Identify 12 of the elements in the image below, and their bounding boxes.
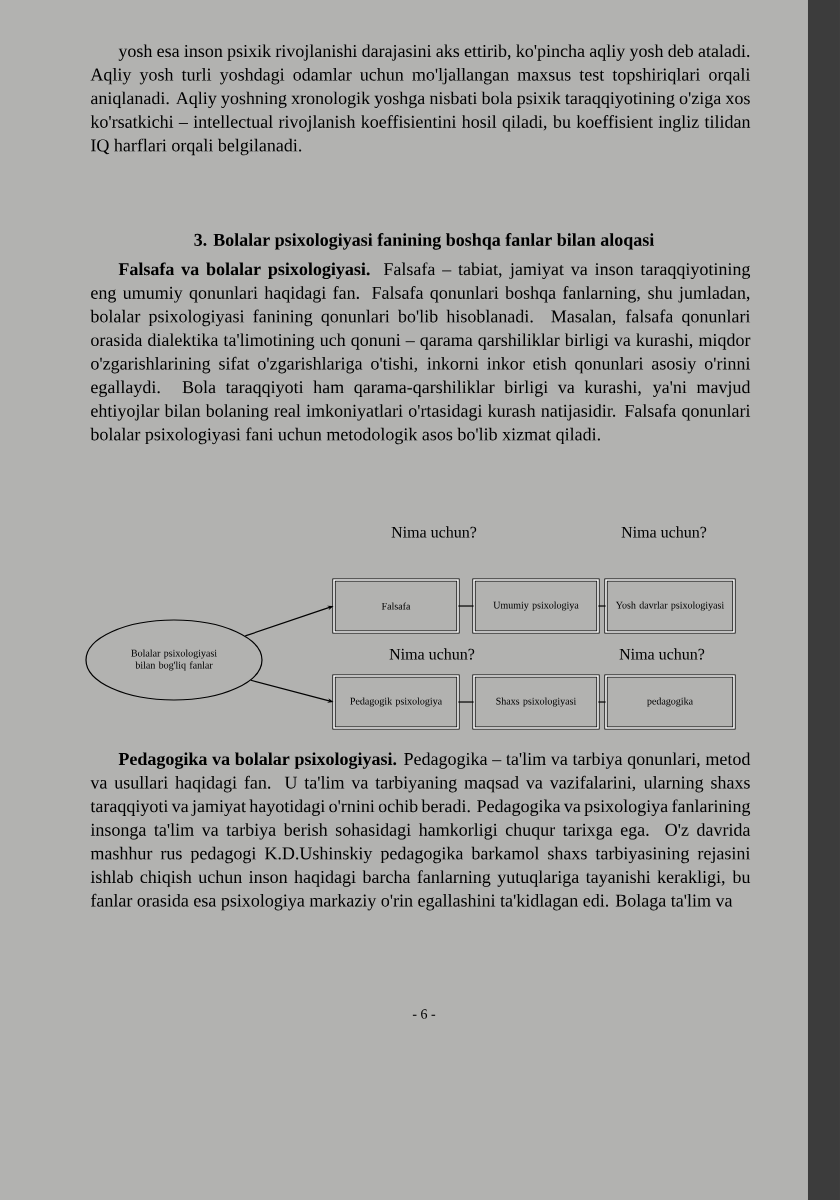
- connector: [457, 701, 475, 703]
- paragraph: yosh esa inson psixik rivojlanishi darajasini aks ettirib, ko'pincha aqliy yosh deb ataladi. Aqliy yosh turli yoshdagi odamlar uchun mo'ljallangan maxsus test topshiriqlari orqali aniqlanadi. Aqliy yoshning xronologik yoshga nisbati bola psixik taraqqiyotining o'ziga xos ko'rsatkichi – intellectual rivojlanish koeffisientini hosil qiladi, bu koeffisient ingliz tilidan IQ harflari orqali belgilanadi.: [90, 44, 751, 156]
- paragraph: Falsafa va bolalar psixologiyasi. Falsafa – tabiat, jamiyat va inson taraqqiyotining eng umumiy qonunlari haqidagi fan. Falsafa qonunlari boshqa fanlarning, shu jumladan, bolalar psixologiyasi fanining qonunlari bo'lib hisoblanadi. Masalan, falsafa qonunlari orasida dialektika ta'limotining uch qonuni – qarama qarshiliklar birligi va kurashi, miqdor o'zgarishlarining sifat o'zgarishlariga o'tishi, inkorni inkor etish qonunlari asosiy o'rinni egallaydi. Bola taraqqiyoti ham qarama-qarshiliklar birligi va kurashi, ya'ni mavjud ehtiyojlar bilan bolaning real imkoniyatlari o'rtasidagi kurash natijasidir. Falsafa qonunlari bolalar psixologiyasi fani uchun metodologik asos bo'lib xizmat qiladi.: [90, 262, 751, 445]
- question-label: Nima uchun?: [389, 648, 475, 660]
- question-label: Nima uchun?: [391, 526, 477, 538]
- connector: [597, 701, 607, 703]
- paragraph: Pedagogika va bolalar psixologiyasi. Pedagogika – ta'lim va tarbiya qonunlari, metod va usullari haqidagi fan. U ta'lim va tarbiyaning maqsad va vazifalarini, ularning shaxs taraqqiyoti va jamiyat hayotidagi o'rnini ochib beradi. Pedagogika va psixologiya fanlarining insonga ta'lim va tarbiya berish sohasidagi hamkorligi chuqur tarixga ega. O'z davrida mashhur rus pedagogi K.D.Ushinskiy pedagogika barkamol shaxs tarbiyasining rejasini ishlab chiqish uchun inson haqidagi barcha fanlarning yutuqlariga tayanishi kerakligi, bu fanlar orasida esa psixologiya markaziy o'rin egallashini ta'kidlagan edi. Bolaga ta'lim va: [90, 752, 751, 911]
- question-label: Nima uchun?: [621, 526, 707, 538]
- connector: [597, 605, 607, 607]
- section-heading: 3. Bolalar psixologiyasi fanining boshqa fanlar bilan aloqasi: [194, 233, 654, 250]
- connector: [457, 605, 475, 607]
- question-label: Nima uchun?: [619, 648, 705, 660]
